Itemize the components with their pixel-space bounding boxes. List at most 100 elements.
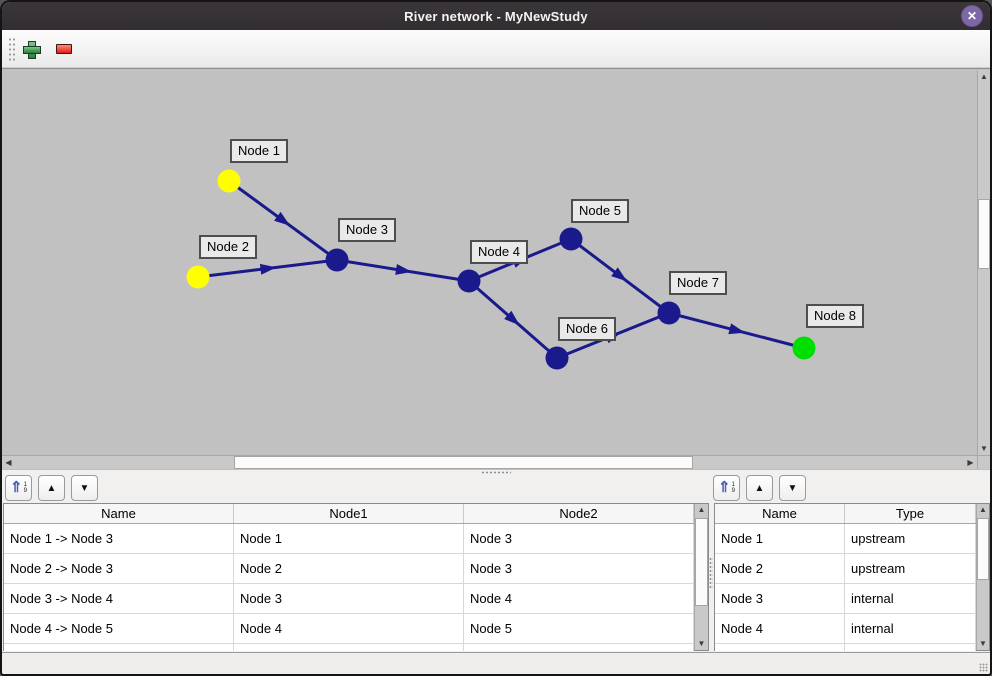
- move-branch-up-button[interactable]: ▲: [38, 475, 65, 501]
- node-label: Node 6: [558, 317, 616, 341]
- canvas-hscroll-thumb[interactable]: [234, 456, 693, 469]
- move-branch-down-button[interactable]: ▼: [71, 475, 98, 501]
- column-header[interactable]: Type: [845, 504, 976, 523]
- branches-table-scrollbar[interactable]: ▲ ▼: [694, 504, 708, 650]
- table-cell[interactable]: Node 1: [715, 524, 845, 553]
- table-cell[interactable]: Node 3: [715, 584, 845, 613]
- up-arrow-icon: ▲: [754, 482, 765, 494]
- move-node-up-button[interactable]: ▲: [746, 475, 773, 501]
- flow-direction-arrow-icon: [504, 310, 520, 326]
- node-label: Node 4: [470, 240, 528, 264]
- scroll-down-arrow-icon[interactable]: ▼: [979, 639, 987, 648]
- table-row-partial: [4, 644, 694, 651]
- nodes-scroll-thumb[interactable]: [977, 518, 989, 580]
- table-row-partial: [715, 644, 976, 651]
- table-cell[interactable]: Node 3: [464, 554, 694, 583]
- toolbar: [2, 30, 990, 68]
- network-node[interactable]: [545, 346, 569, 370]
- table-controls: ⇑ 1 9 ▲ ▼ ⇑ 1 9 ▲ ▼: [2, 474, 990, 503]
- network-node[interactable]: [559, 227, 583, 251]
- table-cell[interactable]: Node 3: [464, 524, 694, 553]
- remove-node-button[interactable]: [55, 40, 73, 58]
- window-title: River network - MyNewStudy: [404, 8, 588, 24]
- branches-scroll-thumb[interactable]: [695, 518, 708, 606]
- up-arrow-icon: ▲: [46, 482, 57, 494]
- network-node[interactable]: [217, 169, 241, 193]
- canvas-vscroll-thumb[interactable]: [978, 199, 990, 269]
- network-node[interactable]: [457, 269, 481, 293]
- flow-direction-arrow-icon: [274, 211, 291, 226]
- table-cell[interactable]: Node 2 -> Node 3: [4, 554, 234, 583]
- flow-direction-arrow-icon: [611, 267, 628, 282]
- scroll-down-arrow-icon[interactable]: ▼: [697, 639, 706, 648]
- column-header[interactable]: Node2: [464, 504, 694, 523]
- canvas-horizontal-scrollbar[interactable]: ◀ ▶: [2, 455, 977, 469]
- table-cell[interactable]: Node 4: [234, 614, 464, 643]
- flow-direction-arrow-icon: [395, 263, 412, 275]
- add-node-button[interactable]: [22, 40, 41, 59]
- flow-direction-arrow-icon: [259, 263, 277, 275]
- move-node-down-button[interactable]: ▼: [779, 475, 806, 501]
- title-bar[interactable]: River network - MyNewStudy ✕: [2, 2, 990, 30]
- sort-branches-button[interactable]: ⇑ 1 9: [5, 475, 32, 501]
- horizontal-splitter[interactable]: [2, 470, 990, 474]
- down-arrow-icon: ▼: [787, 482, 798, 494]
- plus-icon: [23, 41, 41, 59]
- scroll-right-arrow-icon[interactable]: ▶: [967, 457, 974, 467]
- scroll-up-arrow-icon[interactable]: ▲: [980, 71, 988, 81]
- scroll-up-arrow-icon[interactable]: ▲: [979, 505, 987, 514]
- splitter-handle-icon: [481, 471, 511, 474]
- scroll-down-arrow-icon[interactable]: ▼: [980, 443, 988, 453]
- node-label: Node 7: [669, 271, 727, 295]
- scroll-left-arrow-icon[interactable]: ◀: [5, 457, 12, 467]
- table-cell[interactable]: Node 2: [234, 554, 464, 583]
- network-node[interactable]: [657, 301, 681, 325]
- table-cell[interactable]: Node 4: [715, 614, 845, 643]
- column-header[interactable]: Name: [4, 504, 234, 523]
- down-arrow-icon: ▼: [79, 482, 90, 494]
- scroll-up-arrow-icon[interactable]: ▲: [697, 505, 706, 514]
- table-cell[interactable]: internal: [845, 614, 976, 643]
- table-cell[interactable]: Node 1 -> Node 3: [4, 524, 234, 553]
- table-cell[interactable]: Node 1: [234, 524, 464, 553]
- table-cell[interactable]: Node 5: [464, 614, 694, 643]
- scrollbar-corner: [977, 455, 990, 469]
- table-cell[interactable]: internal: [845, 584, 976, 613]
- table-cell[interactable]: Node 3: [234, 584, 464, 613]
- column-header[interactable]: Node1: [234, 504, 464, 523]
- sort-ascending-icon: ⇑ 1 9: [718, 479, 735, 496]
- network-node[interactable]: [325, 248, 349, 272]
- table-cell[interactable]: Node 4: [464, 584, 694, 613]
- network-node[interactable]: [792, 336, 816, 360]
- table-cell[interactable]: Node 3 -> Node 4: [4, 584, 234, 613]
- minus-icon: [56, 44, 72, 54]
- network-node[interactable]: [186, 265, 210, 289]
- status-strip: [2, 652, 990, 674]
- table-cell[interactable]: Node 4 -> Node 5: [4, 614, 234, 643]
- table-cell[interactable]: upstream: [845, 554, 976, 583]
- sort-nodes-button[interactable]: ⇑ 1 9: [713, 475, 740, 501]
- toolbar-drag-handle[interactable]: [8, 37, 17, 61]
- resize-grip-icon[interactable]: [979, 663, 988, 672]
- table-cell[interactable]: upstream: [845, 524, 976, 553]
- tables-splitter[interactable]: [709, 557, 713, 589]
- canvas-vertical-scrollbar[interactable]: ▲ ▼: [977, 70, 990, 455]
- table-cell[interactable]: Node 2: [715, 554, 845, 583]
- nodes-table-scrollbar[interactable]: ▲ ▼: [976, 504, 989, 650]
- column-header[interactable]: Name: [715, 504, 845, 523]
- close-button[interactable]: ✕: [961, 5, 983, 27]
